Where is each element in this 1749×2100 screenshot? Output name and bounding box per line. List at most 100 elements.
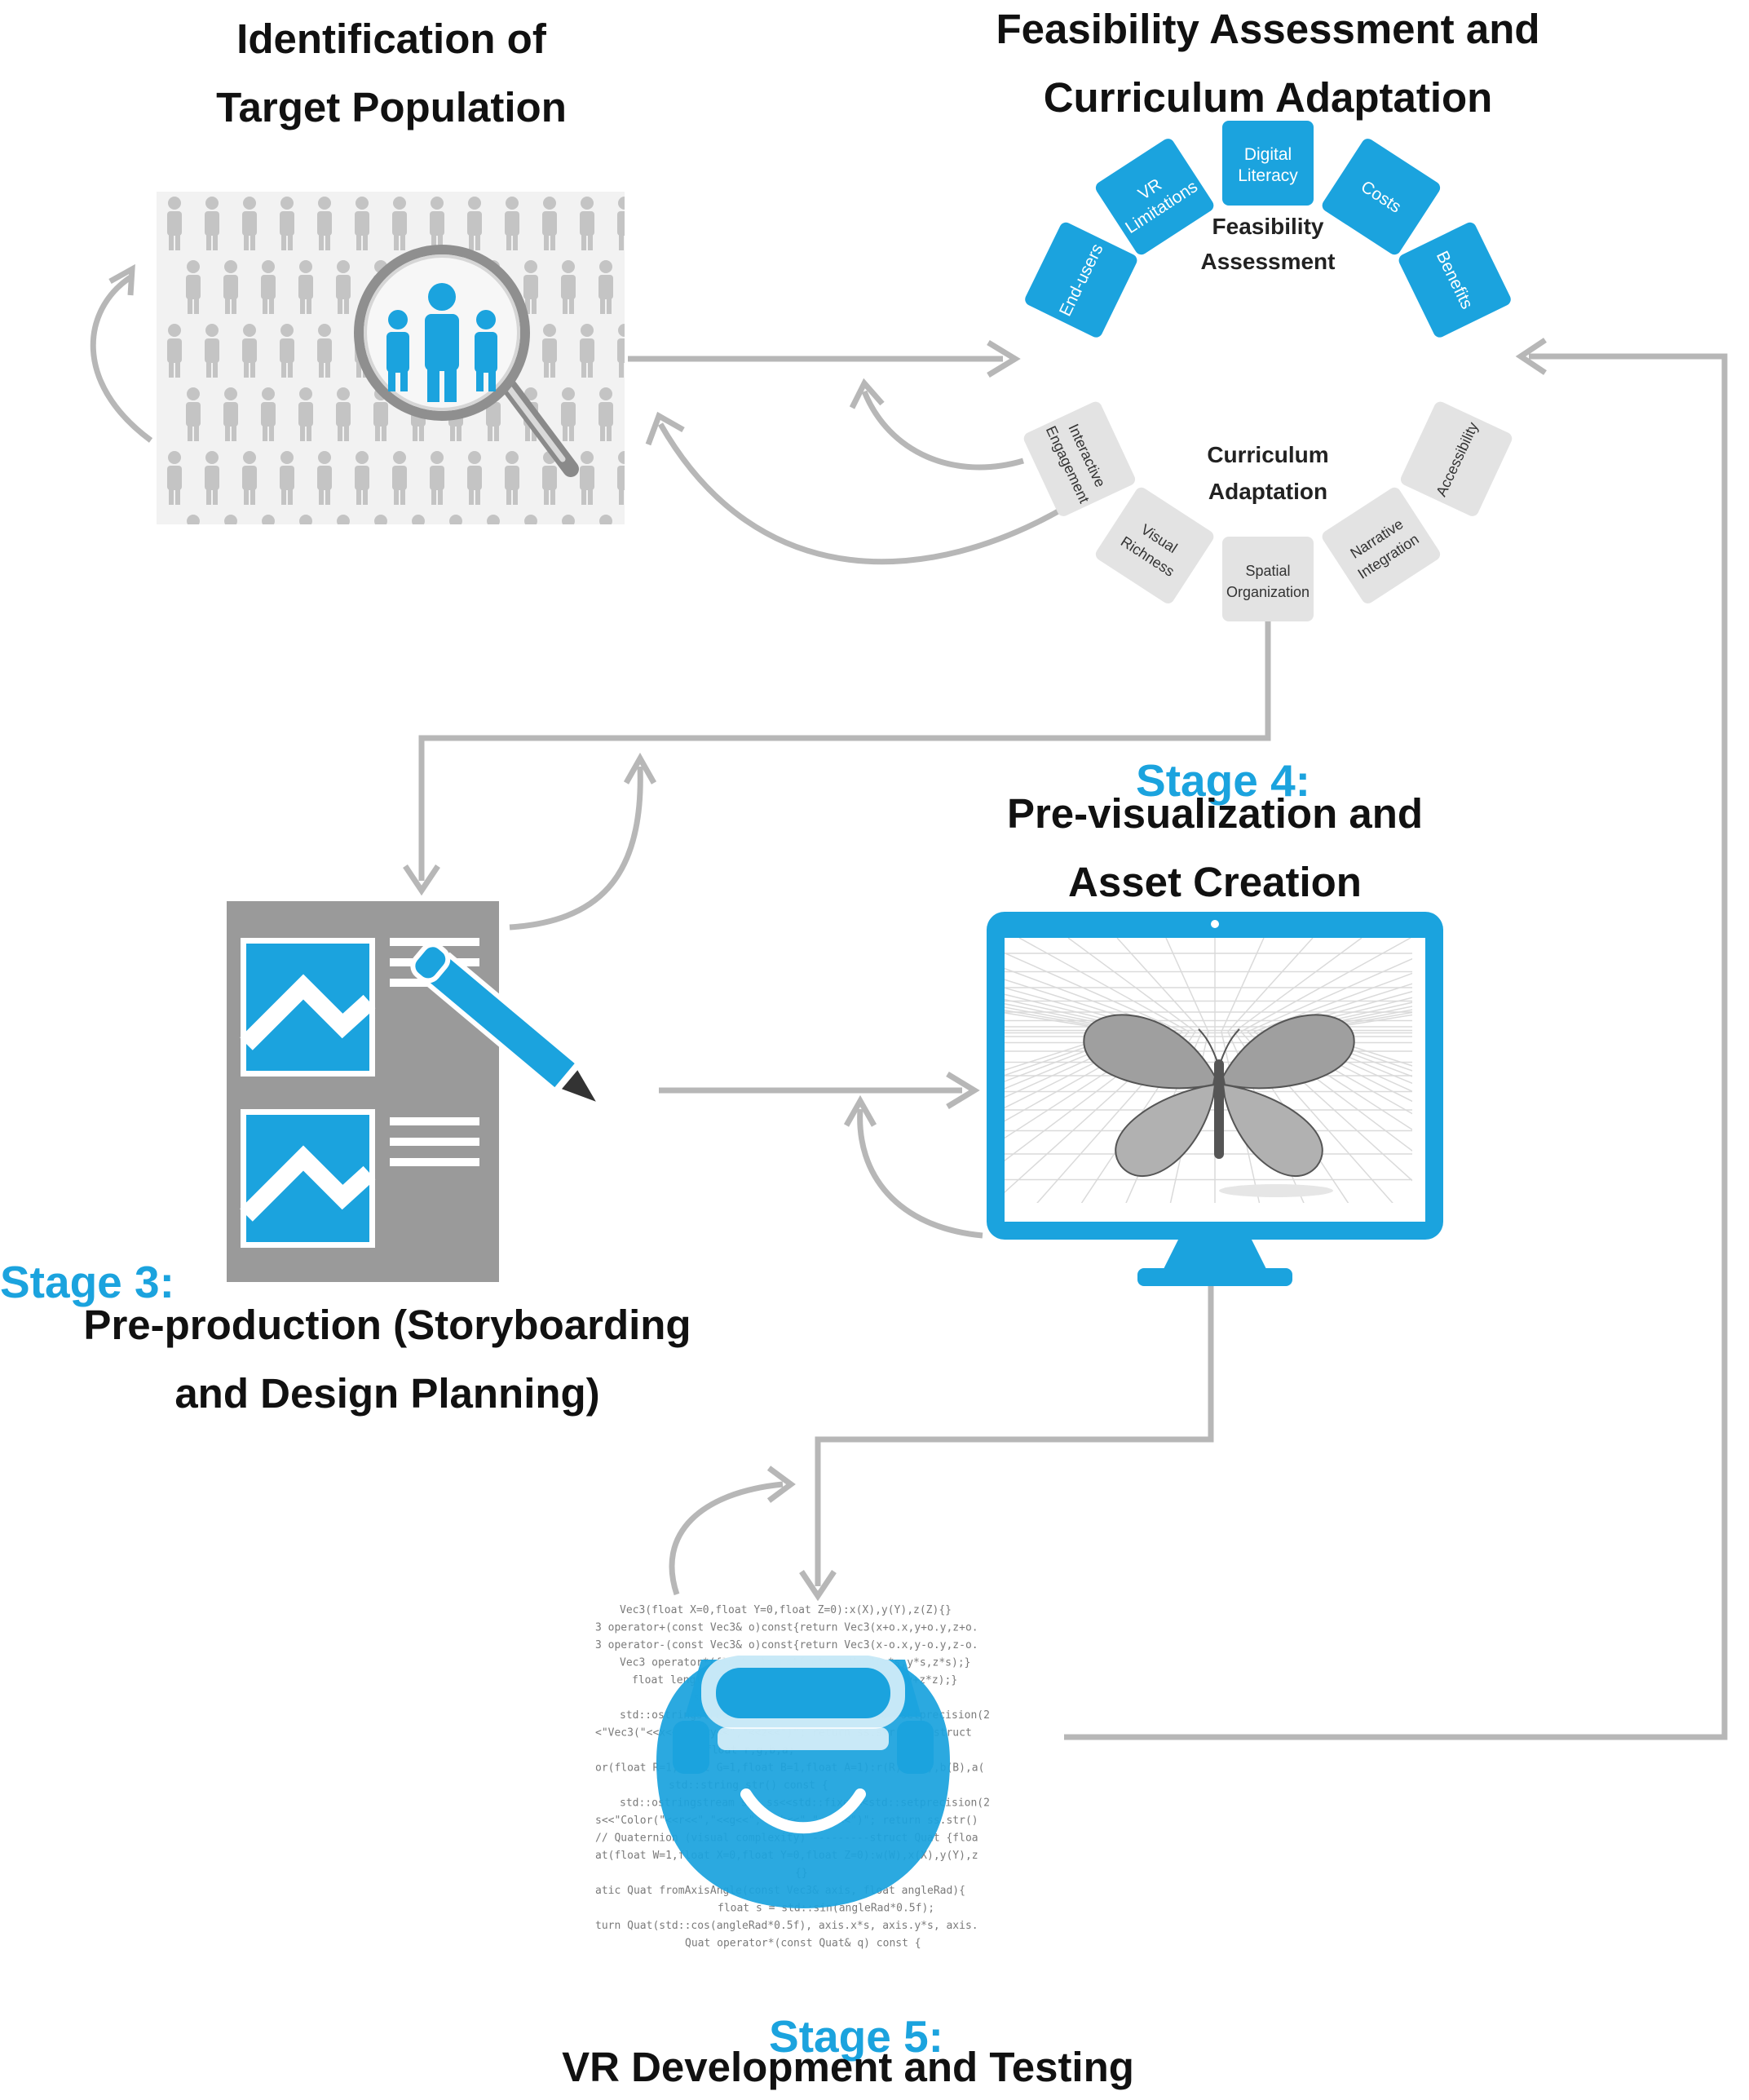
- target-population-title-line1: Identification of: [236, 15, 546, 62]
- person-icon: [167, 324, 182, 378]
- wheel-segment: Benefits: [1398, 222, 1511, 338]
- person-icon: [374, 515, 387, 524]
- person-icon: [242, 324, 257, 378]
- person-icon: [261, 387, 276, 441]
- person-icon: [223, 260, 238, 314]
- previz-title-line1: Pre-visualization and: [1006, 790, 1424, 837]
- person-icon: [187, 515, 200, 524]
- preproduction-title-line1: Pre-production (Storyboarding: [83, 1302, 691, 1348]
- person-icon: [542, 197, 557, 250]
- target-population-title-line2: Target Population: [216, 84, 567, 130]
- person-icon: [580, 197, 594, 250]
- arrow-curriculum-to-preproduction-head: [403, 864, 440, 896]
- butterfly-wireframe-icon: [1083, 1014, 1355, 1197]
- monitor-stand: [1162, 1240, 1268, 1272]
- vr-development-title: VR Development and Testing: [562, 2044, 1134, 2090]
- person-icon: [523, 260, 538, 314]
- arrow-target-to-feasibility-head: [987, 340, 1021, 378]
- person-icon: [186, 387, 201, 441]
- person-icon: [242, 197, 257, 250]
- wheel-segment: Costs: [1322, 139, 1441, 255]
- person-icon: [337, 515, 350, 524]
- vr-headset-face-icon: [656, 1656, 950, 1908]
- feasibility-center-line1: Feasibility: [1212, 214, 1324, 239]
- person-icon: [167, 451, 182, 505]
- wheel-segment: End-users: [1025, 222, 1137, 338]
- person-icon: [430, 197, 444, 250]
- loop-arrow-stage4-head: [843, 1094, 877, 1127]
- person-icon: [167, 197, 182, 250]
- return-arrow-preproduction: [509, 766, 643, 931]
- person-icon: [261, 260, 276, 314]
- person-icon: [317, 324, 332, 378]
- person-icon: [524, 515, 537, 524]
- return-arrow-curriculum-to-target: [657, 422, 1070, 565]
- person-icon: [317, 197, 332, 250]
- feedback-arrow-development-to-feasibility-head: [1515, 338, 1547, 375]
- person-icon: [580, 324, 594, 378]
- pencil-icon: [410, 942, 604, 1109]
- person-icon: [599, 515, 612, 524]
- code-line: Vec3(float X=0,float Y=0,float Z=0):x(X)…: [620, 1604, 952, 1616]
- person-icon: [505, 451, 519, 505]
- person-icon: [636, 515, 651, 568]
- monitor-illustration: [987, 912, 1443, 1286]
- person-icon: [449, 515, 462, 524]
- person-icon: [636, 260, 651, 314]
- code-line: turn Quat(std::cos(angleRad*0.5f), axis.…: [595, 1920, 978, 1932]
- curriculum-center-line2: Adaptation: [1208, 479, 1327, 504]
- person-icon: [392, 451, 407, 505]
- person-icon: [562, 515, 575, 524]
- person-icon: [580, 451, 594, 505]
- person-icon: [299, 515, 312, 524]
- code-line: 3 operator+(const Vec3& o)const{return V…: [595, 1622, 978, 1634]
- person-icon: [262, 515, 275, 524]
- arrow-previz-to-development: [815, 1284, 1214, 1586]
- person-icon: [617, 451, 625, 505]
- person-icon: [505, 197, 519, 250]
- loop-arrow-stage2-small: [861, 390, 1024, 471]
- feasibility-curriculum-wheel: End-usersVRLimitationsDigitalLiteracyCos…: [1023, 121, 1513, 621]
- person-icon: [617, 197, 625, 250]
- person-icon: [617, 324, 625, 378]
- stage3-label: Stage 3:: [0, 1257, 174, 1307]
- segment-label: Organization: [1226, 584, 1310, 600]
- feasibility-center-line2: Assessment: [1201, 249, 1336, 274]
- person-icon: [467, 451, 482, 505]
- feedback-arrow-development-to-feasibility: [1064, 353, 1728, 1740]
- feasibility-title-line2: Curriculum Adaptation: [1043, 74, 1493, 121]
- person-icon: [336, 387, 351, 441]
- arrow-preproduction-to-previz-head: [946, 1072, 980, 1109]
- connector-arrows: [90, 263, 1728, 1740]
- loop-arrow-stage1: [90, 275, 153, 443]
- person-icon: [298, 387, 313, 441]
- preproduction-title-line2: and Design Planning): [174, 1370, 600, 1417]
- person-icon: [280, 451, 294, 505]
- person-icon: [336, 260, 351, 314]
- person-icon: [223, 387, 238, 441]
- person-icon: [561, 387, 576, 441]
- person-icon: [542, 324, 557, 378]
- curriculum-segments: AccessibilityNarrativeIntegrationSpatial…: [1023, 401, 1513, 621]
- person-icon: [392, 197, 407, 250]
- storyboard-illustration: [227, 901, 604, 1282]
- loop-arrow-stage2-small-head: [849, 378, 885, 409]
- person-icon: [430, 451, 444, 505]
- person-icon: [280, 197, 294, 250]
- person-icon: [298, 260, 313, 314]
- person-icon: [412, 515, 425, 524]
- stage4-label: Stage 4:: [1136, 755, 1310, 806]
- stage5-label: Stage 5:: [769, 2011, 943, 2062]
- loop-arrow-stage4: [857, 1108, 983, 1239]
- person-icon: [487, 515, 500, 524]
- highlighted-people-icon: [386, 283, 497, 402]
- return-arrow-curriculum-to-target-head: [645, 411, 685, 446]
- arrow-curriculum-to-preproduction: [418, 591, 1271, 881]
- segment-label: Literacy: [1238, 166, 1298, 185]
- feasibility-title-line1: Feasibility Assessment and: [996, 6, 1540, 52]
- person-icon: [205, 197, 219, 250]
